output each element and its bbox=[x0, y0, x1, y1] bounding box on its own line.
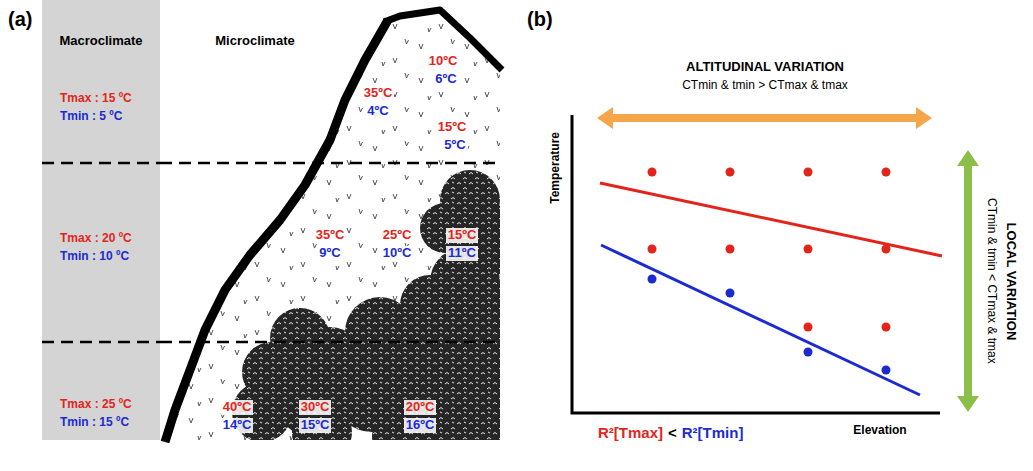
tmin-value: 11ºC bbox=[446, 246, 478, 261]
shrub bbox=[457, 385, 527, 455]
fit-label: < bbox=[668, 424, 677, 441]
tmax-value: Tmax : 20 ºC bbox=[60, 232, 132, 246]
data-point bbox=[882, 323, 891, 332]
chart bbox=[572, 107, 979, 413]
arrow-note: CTmin & tmin > CTmax & tmax bbox=[682, 79, 848, 93]
section-heading: Microclimate bbox=[215, 34, 294, 49]
band-heading: Macroclimate bbox=[59, 34, 142, 49]
tmin-value: 6ºC bbox=[433, 72, 458, 87]
data-point bbox=[804, 245, 813, 254]
band-divider bbox=[160, 163, 500, 342]
tmax-value: 15ºC bbox=[446, 228, 479, 243]
tmax-value: Tmax : 15 ºC bbox=[60, 92, 132, 106]
tmin-value: 14ºC bbox=[221, 418, 254, 433]
data-point bbox=[882, 168, 891, 177]
tmax-value: 35ºC bbox=[362, 86, 395, 101]
tmax-value: 15ºC bbox=[436, 120, 469, 135]
panel-label: (a) bbox=[8, 8, 32, 31]
data-point bbox=[804, 168, 813, 177]
data-point bbox=[726, 289, 735, 298]
tmin-value: Tmin : 5 ºC bbox=[60, 110, 122, 124]
tmax-value: 35ºC bbox=[314, 228, 347, 243]
tmax-value: 30ºC bbox=[299, 400, 332, 415]
data-point bbox=[648, 245, 657, 254]
axis-title: Elevation bbox=[853, 424, 906, 438]
tmax-value: 25ºC bbox=[381, 228, 414, 243]
mountain bbox=[165, 10, 527, 466]
arrow-heading: LOCAL VARIATION bbox=[1004, 222, 1019, 340]
tmin-value: 10ºC bbox=[381, 246, 414, 261]
band-divider bbox=[42, 0, 160, 440]
tmax-value: Tmax : 25 ºC bbox=[60, 398, 132, 412]
altitudinal-arrow bbox=[597, 107, 932, 129]
data-point bbox=[804, 323, 813, 332]
data-point bbox=[882, 245, 891, 254]
panel-label: (b) bbox=[527, 8, 553, 31]
data-point bbox=[804, 348, 813, 357]
fit-label: R²[Tmax] bbox=[598, 424, 663, 441]
tmax-value: 10ºC bbox=[427, 54, 460, 69]
data-point bbox=[648, 168, 657, 177]
shrub bbox=[372, 406, 432, 466]
tmin-value: 5ºC bbox=[442, 138, 467, 153]
tmin-value: 4ºC bbox=[365, 104, 390, 119]
tmax-trend bbox=[600, 183, 942, 256]
tmax-value: 40ºC bbox=[221, 400, 254, 415]
arrow-heading: ALTITUDINAL VARIATION bbox=[686, 60, 844, 75]
data-point bbox=[726, 168, 735, 177]
data-point bbox=[882, 366, 891, 375]
local-arrow bbox=[957, 150, 979, 412]
fit-label: R²[Tmin] bbox=[682, 424, 744, 441]
tmin-value: 15ºC bbox=[299, 418, 332, 433]
tmin-value: Tmin : 10 ºC bbox=[60, 250, 129, 264]
tmin-value: 16ºC bbox=[404, 418, 437, 433]
arrow-note: CTmin & tmin < CTmax & tmax bbox=[984, 198, 998, 364]
macroclimate-band: MacroclimateTmax : 15 ºC Tmin : 5 ºC Tmax … bbox=[42, 0, 160, 440]
tmin-value: 9ºC bbox=[317, 246, 342, 261]
tmax-value: 20ºC bbox=[404, 400, 437, 415]
tmin-value: Tmin : 15 ºC bbox=[60, 416, 129, 430]
data-point bbox=[726, 245, 735, 254]
tmin-trend bbox=[601, 245, 920, 395]
axis-title: Temperature bbox=[549, 132, 563, 204]
data-point bbox=[648, 275, 657, 284]
